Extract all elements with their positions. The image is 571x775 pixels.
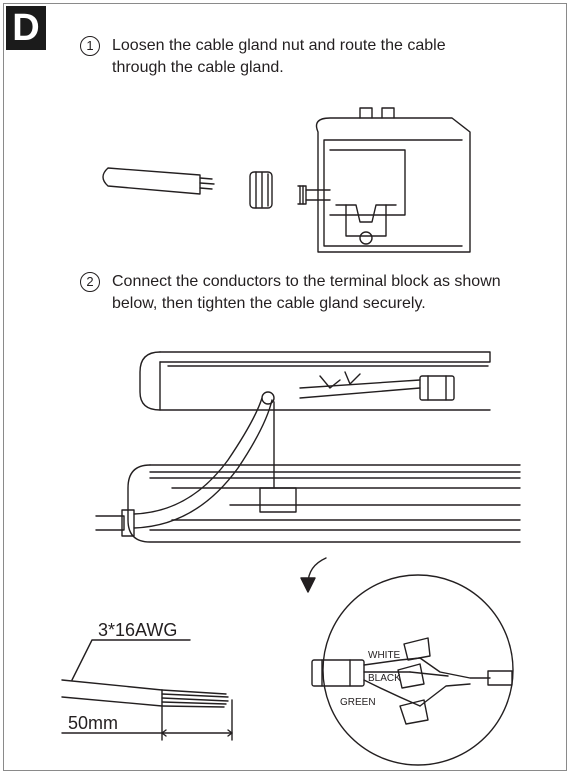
wire-label-green: GREEN xyxy=(340,697,376,708)
supply-cable-illustration xyxy=(95,391,275,537)
wire-label-black: BLACK xyxy=(368,673,401,684)
wiring-detail-illustration xyxy=(311,574,514,766)
cable-illustration xyxy=(102,167,215,195)
curved-arrow-icon xyxy=(300,557,327,593)
page-frame xyxy=(3,3,567,771)
luminaire-base-illustration xyxy=(127,464,521,543)
wire-label-white: WHITE xyxy=(368,650,401,661)
section-badge: D xyxy=(6,6,46,50)
luminaire-cover-illustration xyxy=(139,351,491,411)
step-1-number: 1 xyxy=(80,36,100,56)
strip-length-illustration xyxy=(61,639,233,741)
step-2-number: 2 xyxy=(80,272,100,292)
housing-end-illustration xyxy=(297,107,471,253)
strip-length-label: 50mm xyxy=(68,713,118,733)
terminal-block-illustration xyxy=(259,371,455,513)
step-2-text: Connect the conductors to the terminal b… xyxy=(112,273,501,312)
cable-gauge-label: 3*16AWG xyxy=(98,620,177,640)
gland-nut-illustration xyxy=(249,171,273,209)
step-1-text: Loosen the cable gland nut and route the… xyxy=(112,37,446,76)
